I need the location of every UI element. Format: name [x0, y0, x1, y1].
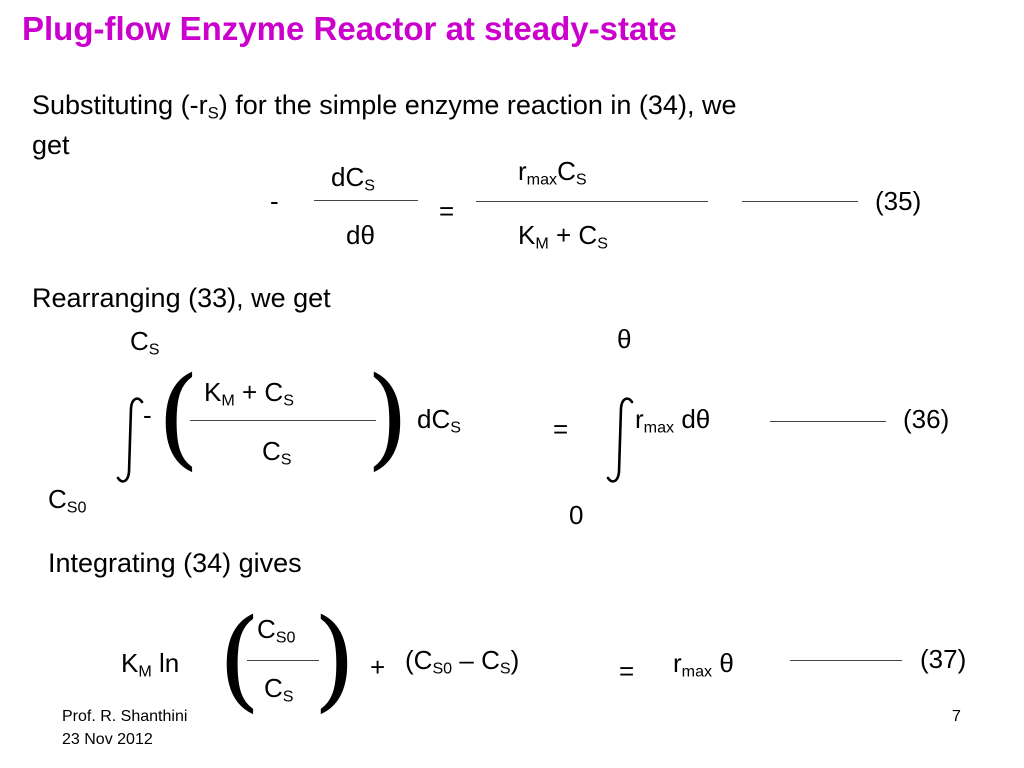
eq35-rhs-fraction-bar	[476, 201, 708, 202]
eq37-difference: (CS0 – CS)	[405, 645, 520, 678]
eq37-fraction-bar	[247, 660, 319, 661]
eq37-left-paren: (	[218, 595, 261, 723]
eq36-rhs-integrand: rmax dθ	[635, 404, 711, 437]
intro-line-1: Substituting (-rS) for the simple enzyme…	[32, 90, 737, 123]
eq36-left-paren: (	[157, 353, 200, 481]
eq37-number: (37)	[920, 644, 967, 674]
eq35-minus: -	[270, 186, 279, 216]
eq36-minus: -	[143, 400, 152, 430]
eq36-upper-limit: CS	[130, 326, 160, 359]
eq35-lhs-denominator: dθ	[346, 220, 375, 250]
eq37-plus: +	[370, 652, 386, 682]
eq37-leader-line	[790, 660, 902, 661]
eq35-rhs-numerator: rmaxCS	[518, 156, 587, 189]
eq36-rhs-lower-limit: 0	[569, 500, 584, 530]
eq37-fraction-denominator: CS	[264, 673, 294, 706]
eq35-lhs-numerator: dCS	[331, 162, 375, 195]
footer-author: Prof. R. Shanthini	[62, 708, 188, 725]
eq37-fraction-numerator: CS0	[257, 614, 296, 647]
eq35-number: (35)	[875, 186, 922, 216]
eq36-right-paren: )	[366, 353, 409, 481]
eq36-fraction-bar	[190, 420, 376, 421]
eq36-fraction-numerator: KM + CS	[204, 377, 294, 410]
eq37-rhs: rmax θ	[673, 648, 734, 681]
footer-page-number: 7	[952, 708, 961, 725]
eq36-rhs-integral-icon	[606, 397, 634, 483]
eq37-right-paren: )	[313, 595, 356, 723]
intro-line-2: get	[32, 130, 70, 160]
eq35-leader-line	[742, 201, 858, 202]
slide-title: Plug-flow Enzyme Reactor at steady-state	[22, 10, 677, 47]
eq36-fraction-denominator: CS	[262, 436, 292, 469]
rearranging-text: Rearranging (33), we get	[32, 283, 331, 313]
eq36-leader-line	[770, 421, 886, 422]
eq36-rhs-upper-limit: θ	[617, 324, 632, 354]
eq35-rhs-denominator: KM + CS	[518, 220, 608, 253]
eq37-km-ln: KM ln	[121, 648, 180, 681]
eq37-equals: =	[619, 656, 635, 686]
eq36-integral-icon	[116, 397, 144, 483]
footer-date: 23 Nov 2012	[62, 731, 153, 748]
eq36-dcs: dCS	[417, 404, 461, 437]
eq35-lhs-fraction-bar	[314, 200, 418, 201]
eq36-lower-limit: CS0	[48, 484, 87, 517]
eq36-equals: =	[553, 414, 569, 444]
integrating-text: Integrating (34) gives	[48, 548, 302, 578]
eq35-equals: =	[439, 196, 455, 226]
eq36-number: (36)	[903, 404, 950, 434]
